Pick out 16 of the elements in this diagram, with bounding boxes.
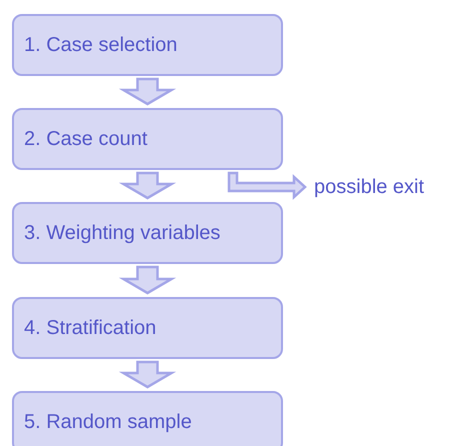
block-arrow bbox=[118, 78, 176, 106]
process-box bbox=[12, 108, 283, 170]
process-box bbox=[12, 297, 283, 359]
process-box bbox=[12, 202, 283, 264]
process-box bbox=[12, 391, 283, 446]
block-arrow bbox=[118, 360, 176, 388]
block-arrow bbox=[118, 266, 176, 294]
exit-label: possible exit bbox=[314, 176, 424, 198]
step-label: 1. Case selection bbox=[24, 34, 178, 56]
block-arrow bbox=[118, 172, 176, 200]
step-label: 3. Weighting variables bbox=[24, 222, 220, 244]
step-label: 4. Stratification bbox=[24, 316, 156, 340]
step-label: 5. Random sample bbox=[24, 410, 192, 434]
process-box bbox=[12, 14, 283, 76]
bent-block-arrow bbox=[228, 172, 307, 200]
step-label: 2. Case count bbox=[24, 128, 148, 150]
